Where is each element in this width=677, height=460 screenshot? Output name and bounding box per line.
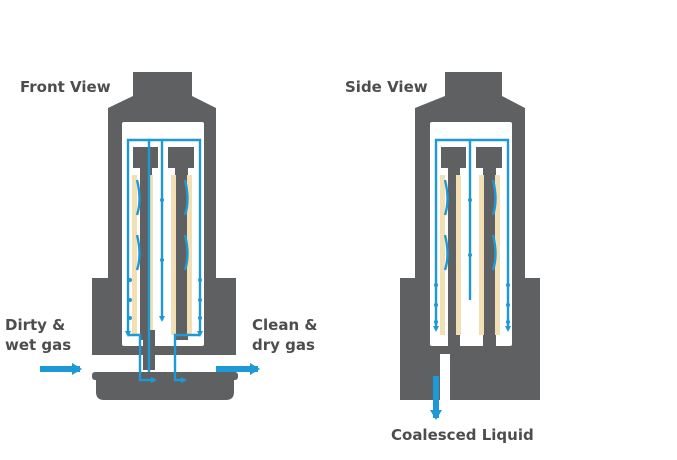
front-view-title: Front View bbox=[20, 78, 111, 96]
side-media-right-outer bbox=[495, 175, 500, 335]
outlet-label-line2: dry gas bbox=[252, 336, 315, 354]
front-view bbox=[92, 72, 238, 400]
inlet-label-line1: Dirty & bbox=[5, 316, 65, 334]
front-media-left-outer bbox=[132, 175, 137, 335]
front-media-right-outer bbox=[187, 175, 192, 335]
front-media-left-inner bbox=[148, 175, 153, 335]
front-flow bbox=[125, 138, 203, 383]
drain-label: Coalesced Liquid bbox=[391, 426, 534, 444]
side-droplets bbox=[434, 198, 510, 324]
inlet-label-line2: wet gas bbox=[5, 336, 71, 354]
front-base bbox=[92, 372, 238, 380]
side-media-right-inner bbox=[479, 175, 484, 335]
side-flow bbox=[433, 138, 511, 332]
side-media-left-inner bbox=[456, 175, 461, 335]
front-foot bbox=[96, 380, 234, 400]
side-view-title: Side View bbox=[345, 78, 428, 96]
outlet-label-line1: Clean & bbox=[252, 316, 317, 334]
front-droplets bbox=[128, 198, 202, 320]
side-media-left-outer bbox=[440, 175, 445, 335]
front-media-right-inner bbox=[171, 175, 176, 335]
side-view bbox=[400, 72, 540, 400]
